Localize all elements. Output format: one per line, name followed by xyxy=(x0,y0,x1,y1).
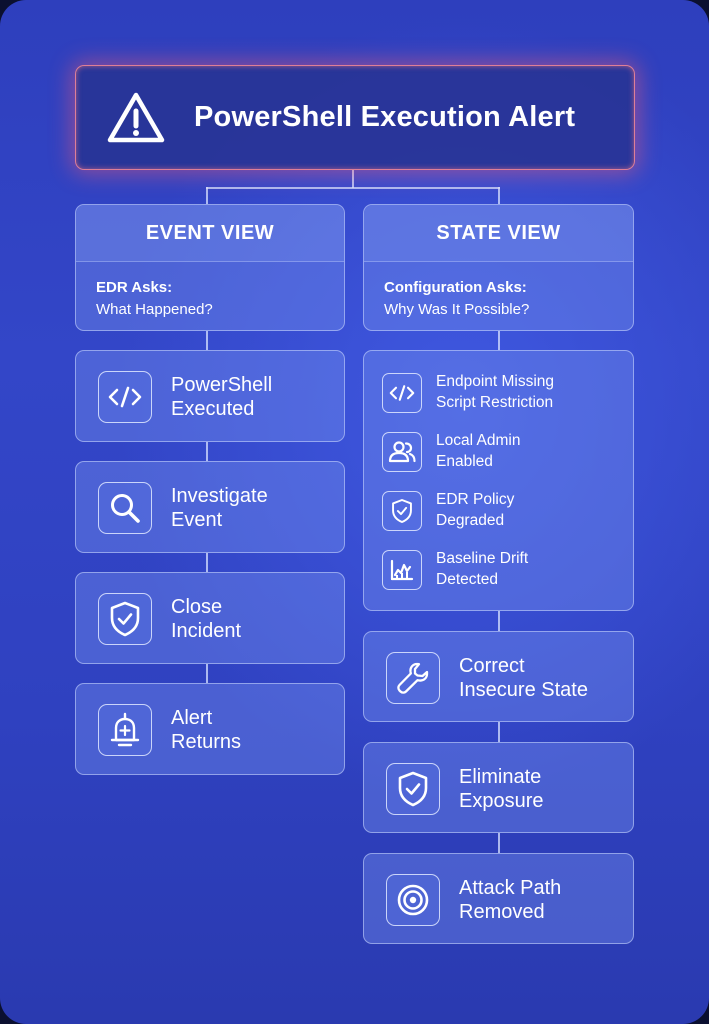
state-view-question-label: Configuration Asks: xyxy=(384,279,527,296)
connector xyxy=(206,553,208,572)
connector xyxy=(206,442,208,461)
state-view-question: Configuration Asks: Why Was It Possible? xyxy=(384,277,529,321)
code-icon xyxy=(98,371,152,423)
connector xyxy=(498,331,500,350)
event-view-question-text: What Happened? xyxy=(96,301,213,318)
connector xyxy=(498,722,500,742)
state-view-question-text: Why Was It Possible? xyxy=(384,301,530,318)
code-icon xyxy=(382,373,422,413)
connector xyxy=(206,664,208,683)
event-view-title: EVENT VIEW xyxy=(76,205,344,262)
event-view-question: EDR Asks: What Happened? xyxy=(96,277,213,321)
search-icon xyxy=(98,482,152,534)
state-view-title: STATE VIEW xyxy=(364,205,633,262)
drift-chart-icon xyxy=(382,550,422,590)
alert-title: PowerShell Execution Alert xyxy=(194,101,576,133)
shield-check-icon xyxy=(386,763,440,815)
shield-check-icon xyxy=(98,593,152,645)
warning-triangle-icon xyxy=(106,91,166,145)
shield-check-icon xyxy=(382,491,422,531)
connector xyxy=(206,187,208,204)
connector xyxy=(498,187,500,204)
connector xyxy=(498,611,500,631)
connector xyxy=(206,331,208,350)
alert-header: PowerShell Execution Alert xyxy=(75,65,635,170)
target-icon xyxy=(386,874,440,926)
connector xyxy=(498,833,500,853)
connector xyxy=(352,170,354,188)
alarm-bell-icon xyxy=(98,704,152,756)
event-view-panel: EVENT VIEW EDR Asks: What Happened? xyxy=(75,204,345,331)
users-icon xyxy=(382,432,422,472)
state-view-panel: STATE VIEW Configuration Asks: Why Was I… xyxy=(363,204,634,331)
event-view-question-label: EDR Asks: xyxy=(96,279,173,296)
connector xyxy=(206,187,500,189)
wrench-icon xyxy=(386,652,440,704)
